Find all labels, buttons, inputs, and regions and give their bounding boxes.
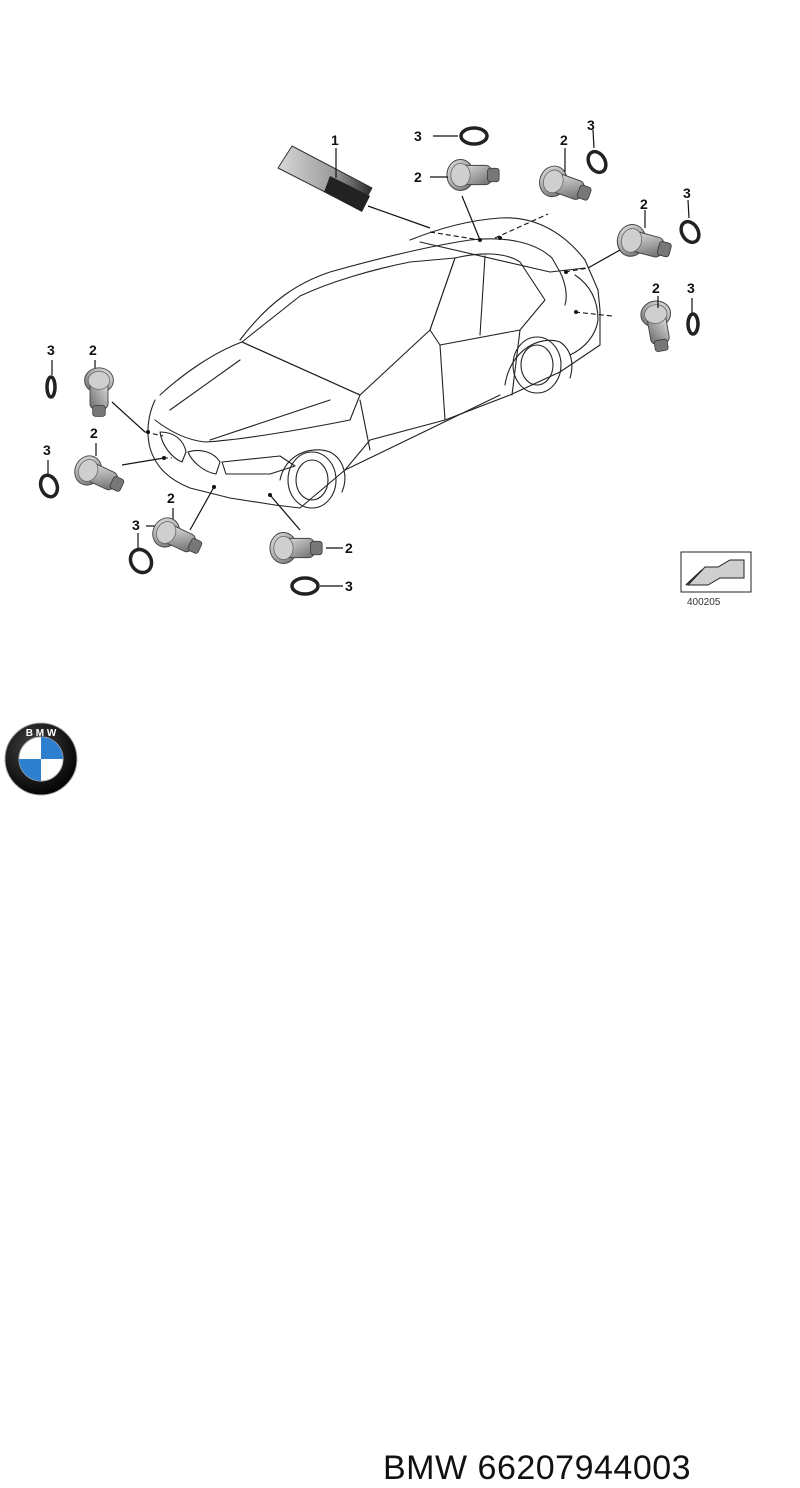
- car-grille-left: [159, 431, 187, 463]
- callout-sensor: 2: [560, 132, 568, 148]
- parts-diagram: 1 3 2 2 3 2 3 2 3 3: [38, 117, 752, 608]
- car-roof-line: [239, 238, 567, 341]
- sensor-group-top-right: 2 3: [534, 117, 608, 210]
- callout-ring: 3: [47, 342, 55, 358]
- car-grille-right: [187, 449, 221, 475]
- callout-ring: 3: [345, 578, 353, 594]
- svg-text:B M W: B M W: [26, 728, 57, 739]
- callout-ring: 3: [687, 280, 695, 296]
- callout-sensor: 2: [345, 540, 353, 556]
- car-sill: [344, 394, 501, 471]
- sealing-ring: [45, 375, 57, 399]
- callout-ring: 3: [43, 442, 51, 458]
- sensor-group-left-upper: 3 2: [45, 342, 146, 433]
- sensor-group-top-center: 3 2: [414, 126, 500, 241]
- car-headlight: [221, 455, 296, 475]
- part-1-module: 1: [277, 132, 431, 229]
- car-rear-wheel-inner: [520, 344, 554, 386]
- callout-sensor: 2: [89, 342, 97, 358]
- car-rear-fascia: [569, 274, 599, 356]
- sensor-group-right-upper: 2 3: [587, 185, 701, 269]
- car-door-line: [359, 329, 521, 451]
- callout-ring: 3: [683, 185, 691, 201]
- sealing-ring: [290, 576, 320, 596]
- callout-sensor: 2: [640, 196, 648, 212]
- car-trunk: [409, 217, 601, 311]
- sensor-group-left-lower: 3 2: [38, 425, 165, 501]
- car-hood-crease: [169, 359, 331, 441]
- sealing-ring: [679, 219, 701, 245]
- callout-ring: 3: [132, 517, 140, 533]
- sealing-ring: [686, 312, 700, 336]
- callout-sensor: 2: [414, 169, 422, 185]
- reference-number: 400205: [687, 597, 721, 608]
- car-windshield: [241, 257, 456, 396]
- car-body-side: [274, 309, 601, 509]
- callout-sensor: 2: [652, 280, 660, 296]
- sensor-group-bottom-center: 2 3: [269, 494, 353, 596]
- sealing-ring: [586, 149, 608, 175]
- bmw-logo-icon: B M W: [4, 722, 78, 796]
- sensor-group-bottom-left: 2 3: [128, 486, 215, 575]
- car-trunk-lid: [419, 241, 586, 273]
- callout-ring: 3: [587, 117, 595, 133]
- sealing-ring: [459, 126, 489, 146]
- car-rear-wheel: [512, 336, 562, 394]
- callout-ring: 3: [414, 128, 422, 144]
- sensor-position-leaders: [144, 213, 613, 497]
- car-front-wheel-arch: [279, 449, 346, 493]
- sensor-group-right-lower: 2 3: [638, 280, 700, 355]
- car-side-windows: [429, 253, 546, 346]
- car-front-fascia: [147, 399, 276, 506]
- brand-name: BMW: [383, 1449, 468, 1487]
- sealing-ring: [38, 473, 60, 499]
- callout-sensor: 2: [167, 490, 175, 506]
- car-front-wheel-inner: [295, 459, 329, 501]
- reference-box: 400205: [680, 551, 752, 608]
- callout-part-1: 1: [331, 132, 339, 148]
- sealing-ring: [128, 547, 154, 575]
- car-hood: [154, 341, 361, 443]
- car-front-wheel: [287, 451, 337, 509]
- car-outline: [147, 217, 601, 509]
- callout-sensor: 2: [90, 425, 98, 441]
- car-pillar: [479, 255, 486, 336]
- car-rear-wheel-arch: [504, 339, 573, 386]
- caption-text: BMW 66207944003: [383, 1449, 691, 1488]
- caption-bar: B M W BMW 66207944003: [0, 712, 800, 1487]
- part-number: 66207944003: [477, 1449, 692, 1487]
